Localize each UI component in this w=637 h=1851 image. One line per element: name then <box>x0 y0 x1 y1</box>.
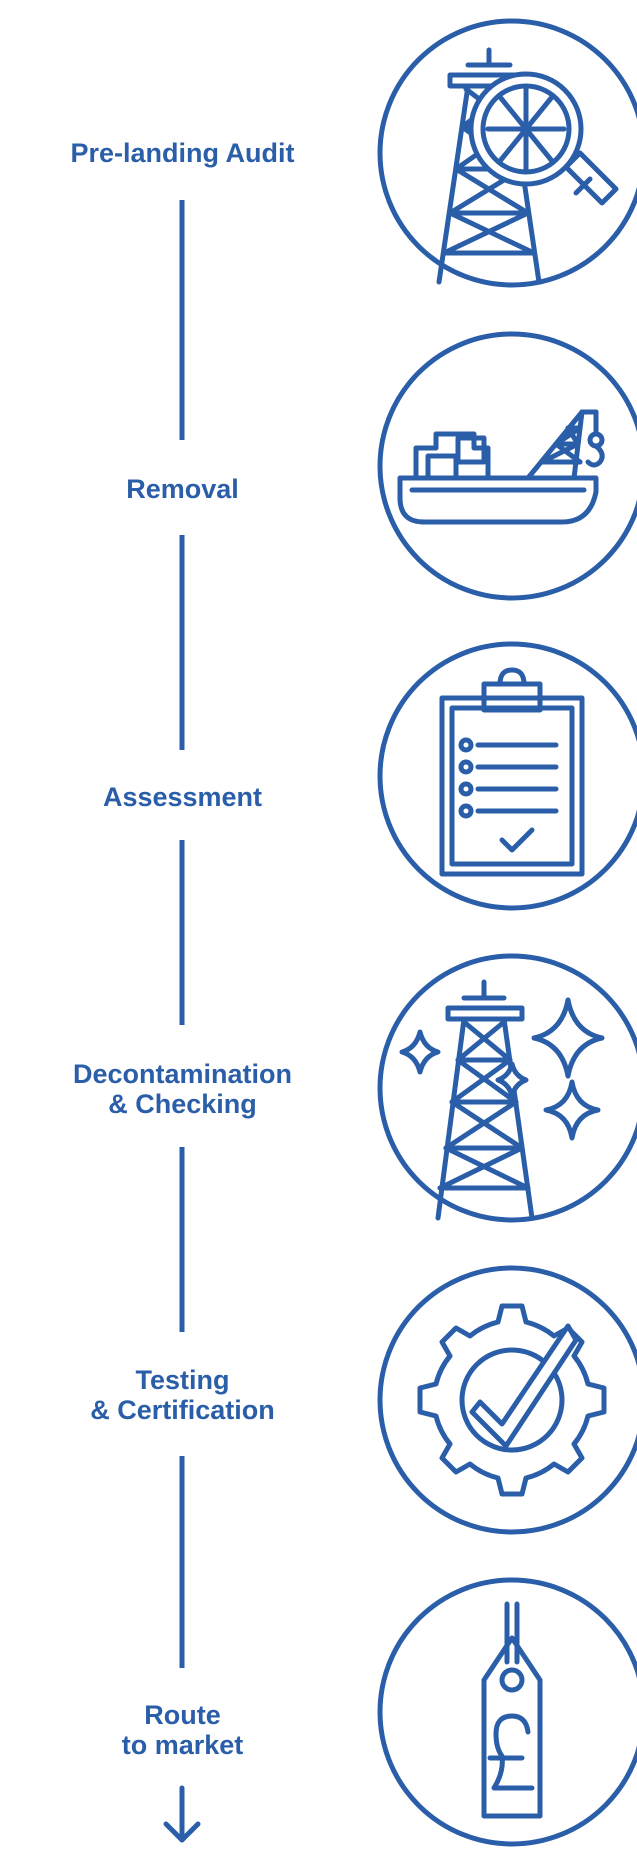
step-icon-circle-5 <box>376 1264 637 1536</box>
step-label-decontamination: Decontamination & Checking <box>72 1059 293 1119</box>
sparkling-rig-icon <box>377 953 637 1223</box>
step-label-removal: Removal <box>126 474 239 504</box>
step-label-pre-landing-audit: Pre-landing Audit <box>70 138 295 168</box>
step-icon-circle-3 <box>376 640 637 912</box>
price-tag-pound-icon <box>377 1577 637 1847</box>
step-label-route-to-market: Route to market <box>121 1700 244 1760</box>
step-label-testing: Testing & Certification <box>90 1365 275 1425</box>
step-icon-circle-2 <box>376 330 637 602</box>
step-icon-circle-4 <box>376 952 637 1224</box>
down-arrow-icon <box>163 1785 201 1843</box>
crane-vessel-icon <box>377 331 637 601</box>
oil-rig-magnifier-icon <box>377 18 637 288</box>
step-icon-circle-6 <box>376 1576 637 1848</box>
gear-check-icon <box>377 1265 637 1535</box>
step-icon-circle-1 <box>376 17 637 289</box>
step-label-assessment: Assessment <box>102 782 263 812</box>
clipboard-checklist-icon <box>377 641 637 911</box>
